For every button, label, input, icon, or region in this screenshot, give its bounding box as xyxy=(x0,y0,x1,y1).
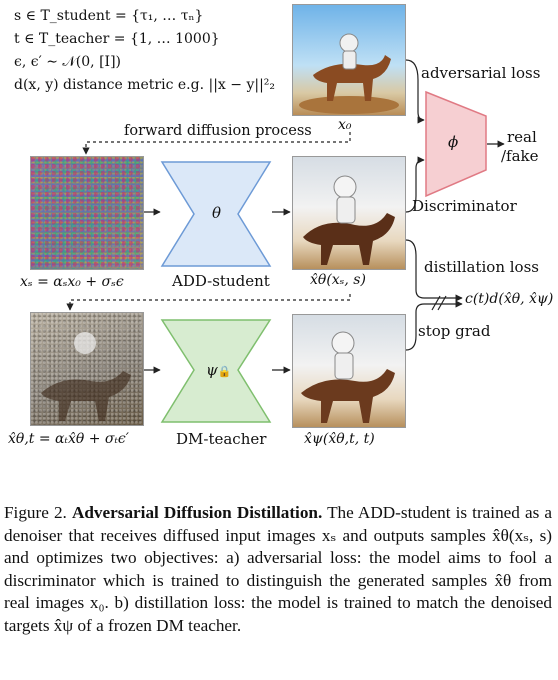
label-add-student: ADD-student xyxy=(172,272,270,290)
label-psi-wrap: ψ🔒 xyxy=(206,361,231,379)
diagram-svg xyxy=(66,59,505,423)
student-output-image xyxy=(292,156,406,270)
def-noise: ϵ, ϵ′ ∼ 𝒩(0, [I]) xyxy=(14,54,121,70)
label-forward-diffusion: forward diffusion process xyxy=(124,123,312,139)
teacher-output-image xyxy=(292,314,406,428)
add-student-block xyxy=(160,161,272,267)
label-phi: ϕ xyxy=(448,133,459,151)
def-student-timesteps: s ∈ T_student = {τ₁, … τₙ} xyxy=(14,8,204,24)
def-distance-expr: ||x − y||²₂ xyxy=(208,77,276,93)
arrow-output-to-noisy xyxy=(66,294,351,311)
astronaut-horse-image xyxy=(299,33,399,114)
label-xs-equation: xₛ = αₛx₀ + σₛϵ xyxy=(20,274,124,290)
def-distance: d(x, y) distance metric e.g. ||x − y||²₂ xyxy=(14,77,275,93)
arrow-student-to-distill xyxy=(405,239,463,302)
figure-caption: Figure 2. Adversarial Diffusion Distilla… xyxy=(4,502,552,638)
def-distance-text: distance metric e.g. xyxy=(63,77,205,93)
label-x0: x₀ xyxy=(338,117,352,133)
label-theta: θ xyxy=(212,204,222,222)
def-distance-math: d(x, y) xyxy=(14,77,59,93)
label-xhat-theta: x̂θ(xₛ, s) xyxy=(310,272,366,288)
noisy-input-xs xyxy=(30,156,144,270)
label-xhat-theta-t-equation: x̂θ,t = αₜx̂θ + σₜϵ′ xyxy=(8,431,129,447)
label-real: real xyxy=(507,128,537,146)
lock-icon: 🔒 xyxy=(217,365,232,378)
label-fake: /fake xyxy=(501,147,539,165)
label-dm-teacher: DM-teacher xyxy=(176,430,267,448)
label-adversarial-loss: adversarial loss xyxy=(421,64,541,82)
label-xhat-psi: x̂ψ(x̂θ,t, t) xyxy=(304,431,375,447)
astronaut-horse-image xyxy=(303,175,395,265)
caption-fig-label: Figure 2. xyxy=(4,503,67,522)
label-stop-grad: stop grad xyxy=(418,322,491,340)
stop-grad-tick-1 xyxy=(431,295,441,311)
discriminator-block xyxy=(425,90,487,198)
noisy-student-output xyxy=(30,312,144,426)
arrow-fake-to-disc xyxy=(405,156,425,213)
label-distillation-objective: c(t)d(x̂θ, x̂ψ) xyxy=(465,291,554,307)
caption-body: The ADD-student is trained as a denoiser… xyxy=(4,503,553,635)
dm-teacher-block xyxy=(160,319,272,423)
stop-grad-tick-2 xyxy=(437,295,447,311)
label-psi: ψ xyxy=(206,361,218,379)
astronaut-horse-image xyxy=(41,332,131,421)
label-discriminator: Discriminator xyxy=(412,197,517,215)
arrow-teacher-to-distill xyxy=(405,300,463,351)
real-image-x0 xyxy=(292,4,406,116)
arrow-real-to-disc xyxy=(405,59,425,124)
def-teacher-timesteps: t ∈ T_teacher = {1, … 1000} xyxy=(14,31,220,47)
astronaut-horse-image xyxy=(301,331,395,423)
label-distillation-loss: distillation loss xyxy=(424,258,539,276)
caption-title: Adversarial Diffusion Distillation. xyxy=(71,503,323,522)
